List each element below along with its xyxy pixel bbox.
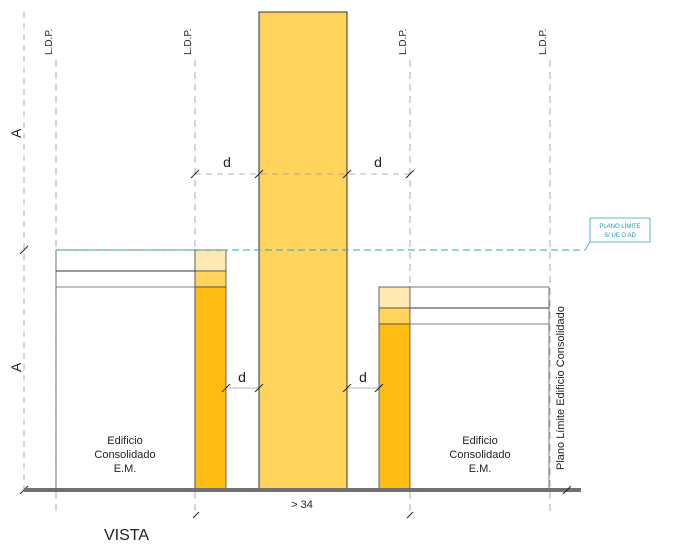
ldp-label-2: L.D.P. xyxy=(183,29,194,56)
left-wall-mid xyxy=(194,270,227,288)
view-title: VISTA xyxy=(104,527,149,544)
setback-dimension-lower: d d xyxy=(221,369,384,393)
height-label-upper: A xyxy=(8,128,24,138)
left-building-outline xyxy=(55,249,196,491)
left-building: Edificio Consolidado E.M. xyxy=(55,249,196,491)
central-tower xyxy=(258,11,348,491)
setback-lower-label-left: d xyxy=(238,369,246,385)
ldp-label-3: L.D.P. xyxy=(398,29,409,56)
setback-tick-2 xyxy=(254,169,264,179)
right-building-outline xyxy=(409,286,550,491)
plano-limite-consolidado-label: Plano Límite Edificio Consolidado xyxy=(555,306,567,470)
left-building-label-3: E.M. xyxy=(114,463,137,475)
right-wall-body xyxy=(378,323,411,491)
ground-tick-right xyxy=(562,485,572,495)
right-building: Edificio Consolidado E.M. xyxy=(409,286,550,491)
left-party-wall xyxy=(194,249,227,491)
ldp-label-1: L.D.P. xyxy=(44,29,55,56)
setback-lower-tick-2 xyxy=(254,383,264,393)
right-wall-mid xyxy=(378,307,411,325)
height-label-lower: A xyxy=(8,362,24,372)
right-party-wall xyxy=(378,286,411,491)
left-wall-body xyxy=(194,286,227,491)
plano-limite-label-1: PLANO LÍMITE xyxy=(599,223,640,230)
setback-label-left: d xyxy=(223,154,231,170)
right-building-label-1: Edificio xyxy=(462,435,497,447)
base-tick-right xyxy=(406,511,414,519)
right-wall-top xyxy=(378,286,411,309)
left-wall-top xyxy=(194,249,227,272)
base-tick-left xyxy=(192,511,200,519)
setback-tick-3 xyxy=(342,169,352,179)
base-dimension: > 34 xyxy=(192,499,414,519)
ldp-label-4: L.D.P. xyxy=(538,29,549,56)
setback-lower-tick-1 xyxy=(221,383,231,393)
ground-line xyxy=(24,488,581,492)
height-dim-tick-mid xyxy=(19,245,29,255)
setback-lower-tick-3 xyxy=(342,383,352,393)
plano-limite: PLANO LÍMITE S/ UE O AD xyxy=(56,217,651,251)
base-span-label: > 34 xyxy=(291,499,313,511)
plano-limite-label-2: S/ UE O AD xyxy=(604,233,636,239)
setback-tick-1 xyxy=(190,169,200,179)
setback-label-right: d xyxy=(374,154,382,170)
ldp-guides xyxy=(55,60,551,515)
plano-limite-tag-box xyxy=(584,217,651,251)
setback-tick-4 xyxy=(405,169,415,179)
left-building-label-1: Edificio xyxy=(107,435,142,447)
right-building-label-3: E.M. xyxy=(469,463,492,475)
setback-lower-label-right: d xyxy=(359,369,367,385)
setback-dimension-upper: d d xyxy=(190,154,415,179)
height-dimension: A A xyxy=(8,12,29,495)
left-building-label-2: Consolidado xyxy=(94,449,155,461)
setback-lower-tick-4 xyxy=(374,383,384,393)
right-building-label-2: Consolidado xyxy=(449,449,510,461)
